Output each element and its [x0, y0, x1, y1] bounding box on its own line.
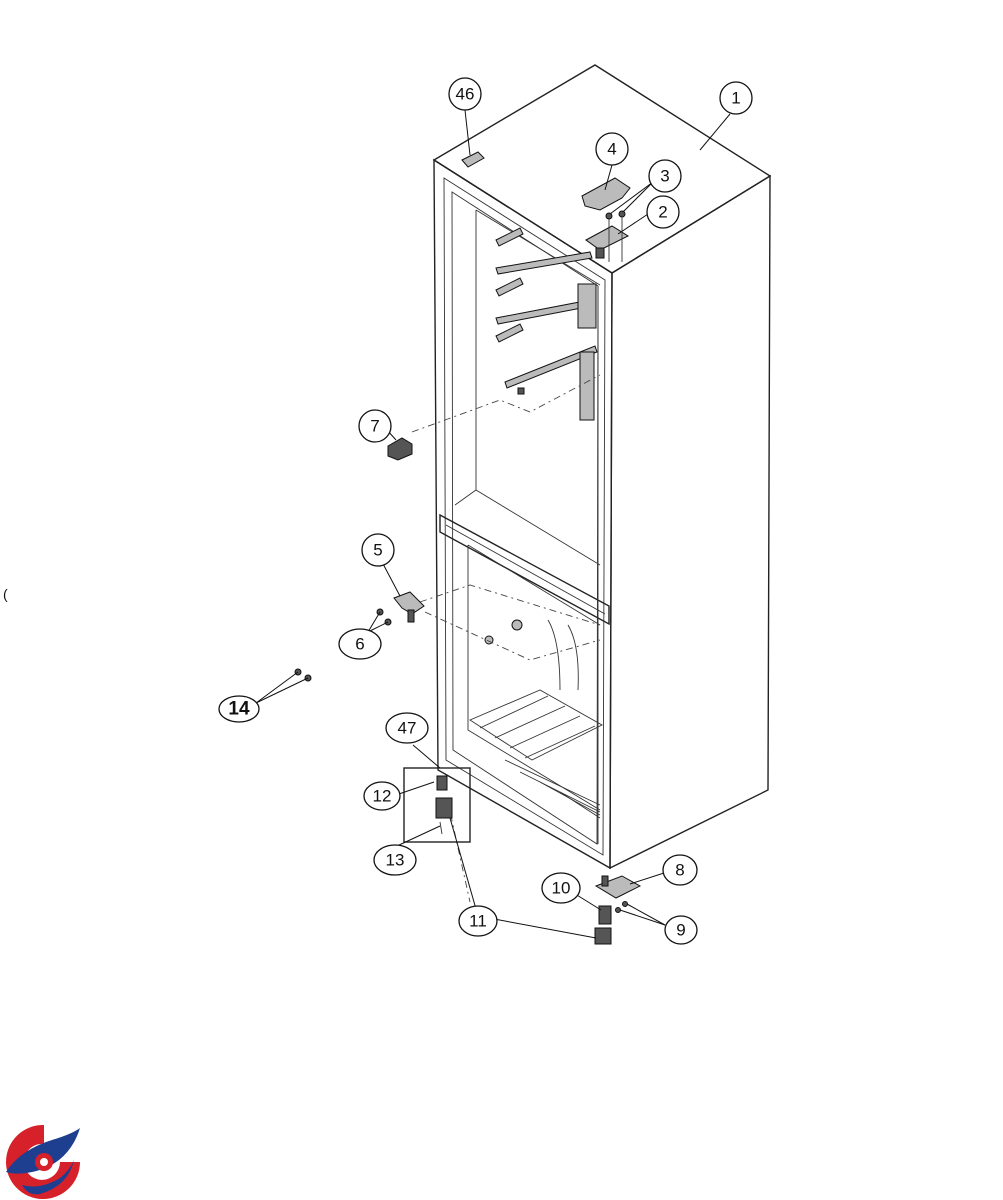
callout-12: 12 — [363, 781, 401, 811]
callout-4: 4 — [595, 132, 629, 166]
leader-lines — [255, 109, 731, 939]
foot-part-11 — [594, 927, 612, 945]
bottom-hinge-part-8 — [594, 875, 642, 899]
callout-label-46: 46 — [456, 85, 475, 104]
middle-hinge-part-5 — [393, 591, 425, 623]
callout-6: 6 — [338, 628, 382, 660]
top-hinge-part-2 — [585, 225, 630, 259]
callout-3: 3 — [648, 159, 682, 193]
callout-13: 13 — [373, 844, 417, 876]
stray-mark: ( — [3, 586, 8, 602]
callout-label-6: 6 — [355, 635, 364, 654]
callout-8: 8 — [662, 854, 698, 886]
callout-2: 2 — [646, 195, 680, 229]
callout-47: 47 — [385, 712, 429, 744]
hinge-cover-part-4 — [581, 177, 631, 211]
callout-label-4: 4 — [607, 140, 616, 159]
callout-label-47: 47 — [398, 719, 417, 738]
leveling-foot-part-10 — [598, 905, 612, 925]
callout-label-14: 14 — [228, 699, 250, 720]
callout-label-11: 11 — [469, 912, 487, 931]
callout-46: 46 — [448, 77, 482, 111]
callout-label-12: 12 — [373, 787, 392, 806]
screws-part-3 — [605, 210, 626, 262]
lamp-part-7 — [387, 437, 413, 461]
foot-kit-box-part-47 — [403, 767, 471, 843]
callout-1: 1 — [719, 81, 753, 115]
callout-label-9: 9 — [676, 921, 685, 940]
callout-11: 11 — [458, 905, 498, 937]
cabinet-body — [432, 64, 772, 870]
lower-shelf-grid — [469, 619, 603, 819]
callout-10: 10 — [541, 872, 581, 904]
callout-label-13: 13 — [386, 851, 405, 870]
screws-part-9 — [615, 901, 628, 913]
callout-5: 5 — [361, 533, 395, 567]
callout-9: 9 — [664, 915, 698, 945]
screws-part-6 — [376, 608, 392, 626]
callout-label-5: 5 — [373, 541, 382, 560]
callout-label-8: 8 — [675, 861, 684, 880]
callout-7: 7 — [358, 409, 392, 443]
top-badge-part-46 — [461, 151, 485, 168]
callout-label-2: 2 — [658, 203, 667, 222]
shelf-supports — [495, 227, 598, 421]
callout-label-3: 3 — [660, 167, 669, 186]
callout-label-1: 1 — [731, 89, 740, 108]
callout-14: 14 — [218, 695, 260, 723]
callout-label-10: 10 — [552, 879, 571, 898]
screws-part-14 — [294, 668, 312, 682]
callout-label-7: 7 — [370, 417, 379, 436]
brand-logo-icon — [6, 1124, 81, 1199]
